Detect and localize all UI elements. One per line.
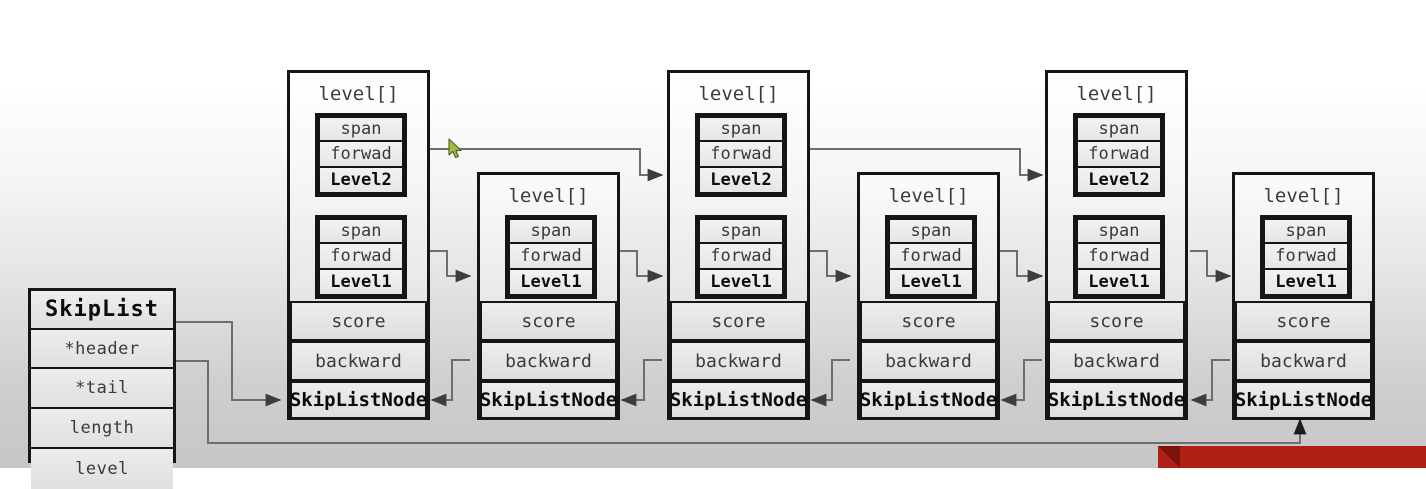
node-1-l2-level: Level2 bbox=[318, 168, 404, 194]
node-5-name: SkipListNode bbox=[1048, 381, 1185, 419]
node-6-l1-forward: forwad bbox=[1263, 244, 1349, 270]
node-2-l1-level: Level1 bbox=[508, 270, 594, 296]
node-3-backward: backward bbox=[670, 341, 807, 381]
skiplistnode-1: level[] span forwad Level2 span forwad L… bbox=[287, 70, 430, 420]
node-5-level-array-label: level[] bbox=[1076, 83, 1157, 105]
node-2-level-array-label: level[] bbox=[508, 185, 589, 207]
node-5-level2-group: span forwad Level2 bbox=[1073, 113, 1165, 197]
node-1-l2-span: span bbox=[318, 116, 404, 142]
node-3-l1-level: Level1 bbox=[698, 270, 784, 296]
node-3-l2-forward: forwad bbox=[698, 142, 784, 168]
node-2-l1-span: span bbox=[508, 218, 594, 244]
node-2-score: score bbox=[480, 301, 617, 341]
node-4-l1-level: Level1 bbox=[888, 270, 974, 296]
skiplistnode-4: level[] span forwad Level1 score backwar… bbox=[857, 172, 1000, 420]
node-3-level1-group: span forwad Level1 bbox=[695, 215, 787, 299]
node-4-level-array-label: level[] bbox=[888, 185, 969, 207]
node-1-l2-forward: forwad bbox=[318, 142, 404, 168]
mouse-pointer-icon bbox=[448, 138, 462, 159]
skiplist-field-tail: *tail bbox=[31, 369, 173, 409]
node-3-name: SkipListNode bbox=[670, 381, 807, 419]
node-1-level1-group: span forwad Level1 bbox=[315, 215, 407, 299]
node-5-l1-span: span bbox=[1076, 218, 1162, 244]
node-1-level-array-label: level[] bbox=[318, 83, 399, 105]
node-3-l2-span: span bbox=[698, 116, 784, 142]
node-1-score: score bbox=[290, 301, 427, 341]
skiplistnode-2: level[] span forwad Level1 score backwar… bbox=[477, 172, 620, 420]
node-6-level1-group: span forwad Level1 bbox=[1260, 215, 1352, 299]
banner-notch bbox=[1158, 446, 1180, 468]
node-2-name: SkipListNode bbox=[480, 381, 617, 419]
skiplistnode-6: level[] span forwad Level1 score backwar… bbox=[1232, 172, 1375, 420]
node-5-score: score bbox=[1048, 301, 1185, 341]
skiplistnode-3: level[] span forwad Level2 span forwad L… bbox=[667, 70, 810, 420]
node-6-score: score bbox=[1235, 301, 1372, 341]
node-1-l1-level: Level1 bbox=[318, 270, 404, 296]
node-3-score: score bbox=[670, 301, 807, 341]
node-4-name: SkipListNode bbox=[860, 381, 997, 419]
node-5-l1-forward: forwad bbox=[1076, 244, 1162, 270]
node-5-level1-group: span forwad Level1 bbox=[1073, 215, 1165, 299]
node-1-l1-span: span bbox=[318, 218, 404, 244]
node-4-score: score bbox=[860, 301, 997, 341]
node-3-level-array-label: level[] bbox=[698, 83, 779, 105]
node-6-l1-level: Level1 bbox=[1263, 270, 1349, 296]
node-5-l2-level: Level2 bbox=[1076, 168, 1162, 194]
node-3-l1-span: span bbox=[698, 218, 784, 244]
node-5-l2-forward: forwad bbox=[1076, 142, 1162, 168]
node-3-level2-group: span forwad Level2 bbox=[695, 113, 787, 197]
skiplist-struct: SkipList *header *tail length level bbox=[28, 288, 176, 489]
node-6-level-array-label: level[] bbox=[1263, 185, 1344, 207]
node-1-backward: backward bbox=[290, 341, 427, 381]
node-2-l1-forward: forwad bbox=[508, 244, 594, 270]
skiplist-struct-title: SkipList bbox=[31, 291, 173, 330]
diagram-canvas: SkipList *header *tail length level leve… bbox=[28, 70, 1426, 489]
node-6-l1-span: span bbox=[1263, 218, 1349, 244]
node-6-name: SkipListNode bbox=[1235, 381, 1372, 419]
node-5-l1-level: Level1 bbox=[1076, 270, 1162, 296]
node-3-l2-level: Level2 bbox=[698, 168, 784, 194]
node-4-level1-group: span forwad Level1 bbox=[885, 215, 977, 299]
skiplist-field-header: *header bbox=[31, 330, 173, 369]
skiplist-field-length: length bbox=[31, 409, 173, 449]
node-1-level2-group: span forwad Level2 bbox=[315, 113, 407, 197]
node-4-backward: backward bbox=[860, 341, 997, 381]
skiplistnode-5: level[] span forwad Level2 span forwad L… bbox=[1045, 70, 1188, 420]
node-2-backward: backward bbox=[480, 341, 617, 381]
skiplist-field-level: level bbox=[31, 449, 173, 489]
node-1-l1-forward: forwad bbox=[318, 244, 404, 270]
node-5-backward: backward bbox=[1048, 341, 1185, 381]
node-1-name: SkipListNode bbox=[290, 381, 427, 419]
node-6-backward: backward bbox=[1235, 341, 1372, 381]
node-2-level1-group: span forwad Level1 bbox=[505, 215, 597, 299]
node-3-l1-forward: forwad bbox=[698, 244, 784, 270]
node-4-l1-span: span bbox=[888, 218, 974, 244]
node-5-l2-span: span bbox=[1076, 116, 1162, 142]
bottom-banner bbox=[1158, 446, 1426, 468]
node-4-l1-forward: forwad bbox=[888, 244, 974, 270]
